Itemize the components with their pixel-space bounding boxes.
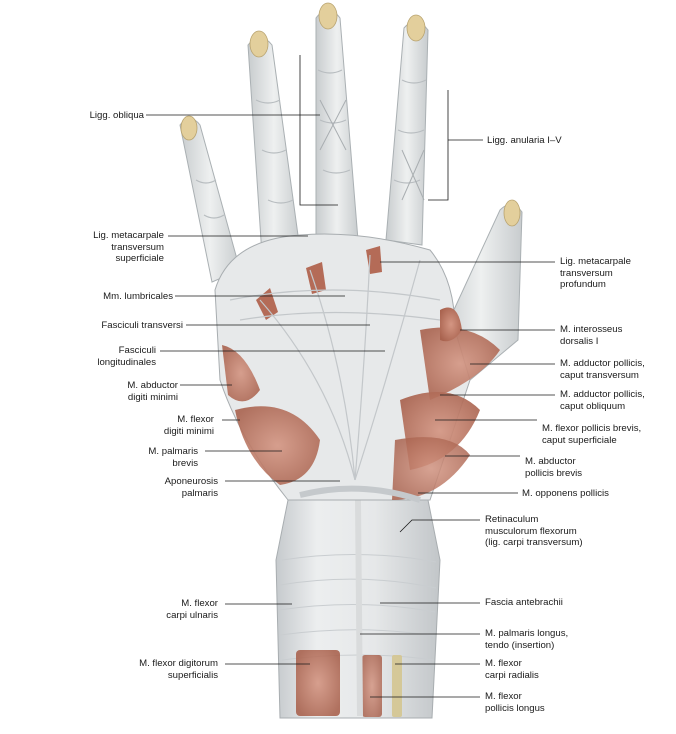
hypothenar-muscles — [222, 345, 320, 485]
finger-little — [179, 118, 241, 283]
label-lig-metacarpale-superficiale: Lig. metacarpale transversum superficial… — [93, 230, 164, 264]
label-m-flexor-pollicis-brevis: M. flexor pollicis brevis, caput superfi… — [542, 423, 642, 446]
label-m-adductor-pollicis-transversum: M. adductor pollicis, caput transversum — [560, 358, 645, 381]
label-fasciculi-transversi: Fasciculi transversi — [101, 320, 183, 331]
finger-ring — [247, 37, 301, 256]
distal-phalanges — [180, 2, 521, 227]
label-retinaculum: Retinaculum musculorum flexorum (lig. ca… — [485, 514, 583, 548]
label-aponeurosis-palmaris: Aponeurosis palmaris — [164, 476, 218, 499]
forearm-muscles — [296, 650, 402, 717]
label-m-palmaris-longus: M. palmaris longus, tendo (insertion) — [485, 628, 569, 651]
label-m-flexor-carpi-ulnaris: M. flexor carpi ulnaris — [166, 598, 218, 621]
label-mm-lumbricales: Mm. lumbricales — [103, 291, 173, 302]
finger-middle — [315, 9, 359, 241]
abductor-digiti-minimi — [222, 345, 260, 402]
palmaris-longus-tendon — [355, 499, 363, 717]
retinaculum-band — [299, 485, 421, 503]
label-m-flexor-carpi-radialis: M. flexor carpi radialis — [485, 658, 539, 681]
thenar-muscles — [392, 307, 500, 500]
label-m-flexor-pollicis-longus: M. flexor pollicis longus — [485, 691, 545, 714]
label-m-opponens-pollicis: M. opponens pollicis — [522, 488, 609, 499]
label-m-abductor-digiti-minimi: M. abductor digiti minimi — [127, 380, 178, 403]
annular-ligament-bands — [195, 69, 427, 219]
abductor-pollicis-brevis — [392, 437, 470, 500]
label-ligg-anularia: Ligg. anularia I–V — [487, 135, 562, 146]
leader-lines — [146, 55, 555, 698]
label-m-adductor-pollicis-obliquum: M. adductor pollicis, caput obliquum — [560, 389, 645, 412]
label-m-abductor-pollicis-brevis: M. abductor pollicis brevis — [525, 456, 583, 479]
label-fascia-antebrachii: Fascia antebrachii — [485, 597, 563, 608]
aponeurosis-fibers — [229, 254, 441, 481]
label-ligg-obliqua: Ligg. obliqua — [89, 110, 144, 121]
label-m-interosseus-dorsalis: M. interosseus dorsalis I — [560, 324, 623, 347]
label-m-flexor-digitorum-superficialis: M. flexor digitorum superficialis — [139, 658, 218, 681]
palmaris-brevis — [235, 406, 320, 485]
label-m-palmaris-brevis: M. palmaris brevis — [148, 446, 198, 469]
interosseus-dorsalis — [440, 307, 462, 342]
oblique-ligaments — [319, 99, 425, 201]
label-m-flexor-digiti-minimi: M. flexor digiti minimi — [163, 414, 214, 437]
label-fasciculi-longitudinales: Fasciculi longitudinales — [97, 345, 156, 368]
adductor-pollicis — [420, 327, 500, 400]
label-lig-metacarpale-profundum: Lig. metacarpale transversum profundum — [560, 256, 631, 290]
